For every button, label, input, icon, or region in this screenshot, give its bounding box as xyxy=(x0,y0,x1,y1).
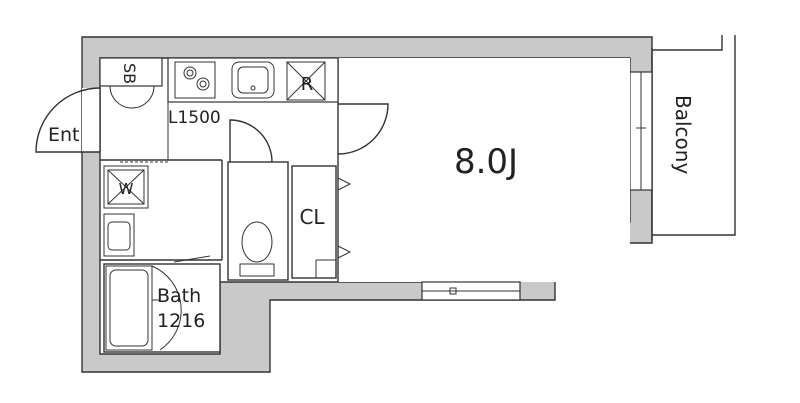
kitchen: R L1500 xyxy=(167,57,339,160)
toilet-room xyxy=(227,119,289,281)
entrance-label: Ent xyxy=(48,124,80,146)
closet-label: CL xyxy=(299,205,325,229)
bath-door xyxy=(151,255,211,351)
toilet-icon xyxy=(241,221,273,263)
washer-icon xyxy=(103,165,149,209)
room-door xyxy=(337,103,389,155)
basin-icon xyxy=(103,213,135,257)
balcony: Balcony xyxy=(629,35,736,240)
refrigerator-icon xyxy=(286,61,326,101)
toilet-door xyxy=(229,119,273,163)
main-room: 8.0J xyxy=(337,58,630,301)
bath-label: Bath xyxy=(157,285,201,307)
balcony-label: Balcony xyxy=(671,95,695,174)
washer-area: W xyxy=(100,160,223,261)
refrigerator-label: R xyxy=(301,74,314,95)
bathroom: Bath 1216 xyxy=(103,255,221,353)
washer-label: W xyxy=(119,180,134,198)
shoe-box-label: SB xyxy=(120,63,139,84)
sink-icon xyxy=(231,61,275,99)
shoe-box xyxy=(99,57,163,87)
toilet-tank xyxy=(239,263,275,277)
kitchen-size-label: L1500 xyxy=(168,108,221,128)
room-size-label: 8.0J xyxy=(454,142,518,182)
entrance: SB Ent xyxy=(35,57,222,163)
bathtub xyxy=(105,265,153,351)
bath-size-label: 1216 xyxy=(157,310,205,332)
stove-icon xyxy=(174,61,216,99)
closet: CL xyxy=(291,165,352,279)
entrance-door xyxy=(35,87,101,153)
